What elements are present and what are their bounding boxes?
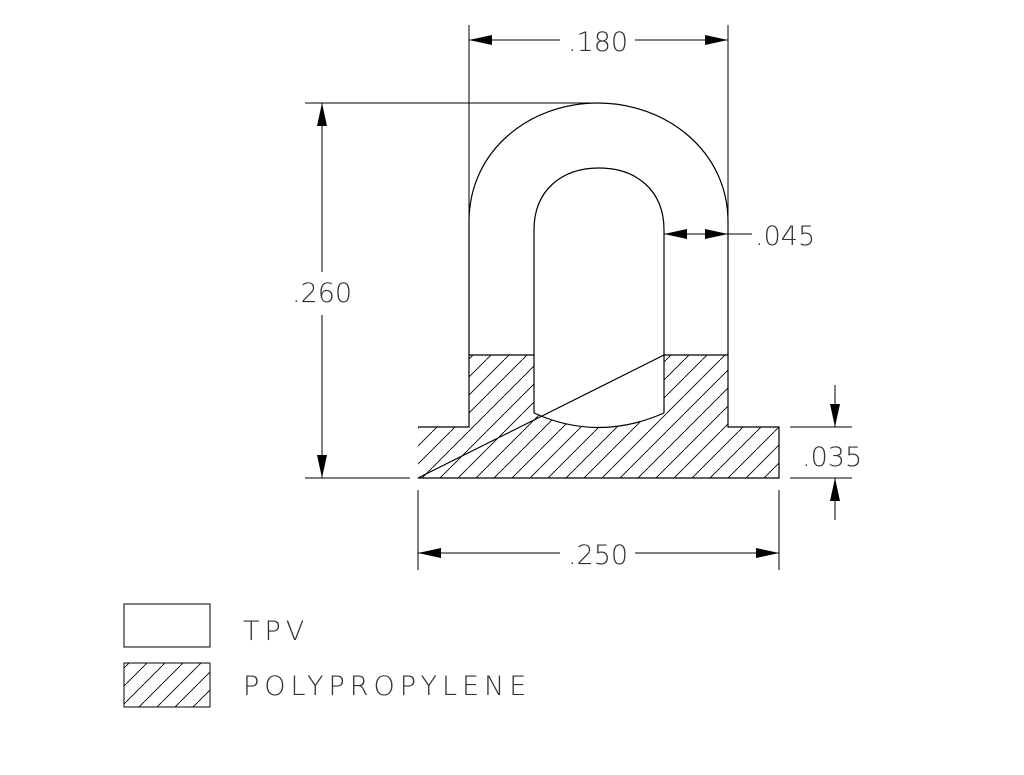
dimension-label-base-width: .250 [568, 540, 628, 571]
dimension-label-overall-height: .260 [292, 278, 352, 309]
legend-swatch-tpv [123, 603, 211, 648]
dimension-overall-height: .260 [292, 102, 598, 479]
polypropylene-base [417, 354, 780, 479]
dimension-label-base-thickness: .035 [802, 442, 862, 473]
legend-item-polypropylene: POLYPROPYLENE [123, 662, 531, 708]
legend-label-polypropylene: POLYPROPYLENE [243, 671, 531, 702]
legend-item-tpv: TPV [123, 603, 309, 648]
dimension-base-thickness: .035 [790, 385, 862, 520]
dimension-wall-thickness: .045 [664, 221, 815, 252]
dimension-base-width: .250 [417, 490, 780, 571]
dimension-top-width: .180 [468, 25, 729, 355]
legend: TPV POLYPROPYLENE [123, 603, 531, 708]
dimension-label-wall-thickness: .045 [755, 221, 815, 252]
dimension-label-top-width: .180 [568, 27, 628, 58]
legend-label-tpv: TPV [243, 616, 309, 647]
legend-swatch-polypropylene [123, 662, 211, 708]
